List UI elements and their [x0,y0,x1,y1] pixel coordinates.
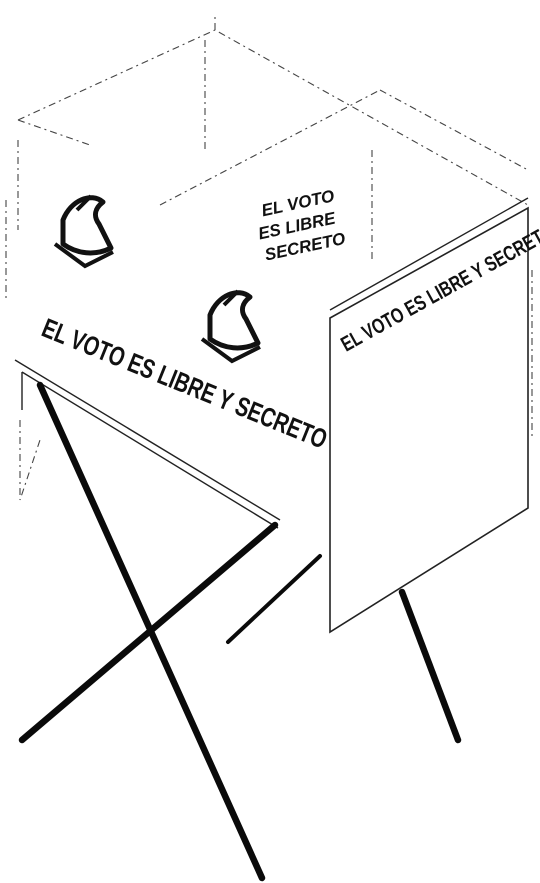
front-panel [14,359,281,529]
booth-legs [18,381,462,882]
booth-frame-outline [5,15,533,501]
ballot-box-hand-icon [53,194,114,269]
side-panel [329,197,529,634]
leg-left-front [18,521,279,744]
inner-slogan: EL VOTO ES LIBRE SECRETO [256,186,347,264]
leg-right [398,588,462,744]
leg-center [226,554,322,644]
ballot-box-hand-icon [200,289,261,364]
front-slogan: EL VOTO ES LIBRE Y SECRETO [37,313,331,456]
